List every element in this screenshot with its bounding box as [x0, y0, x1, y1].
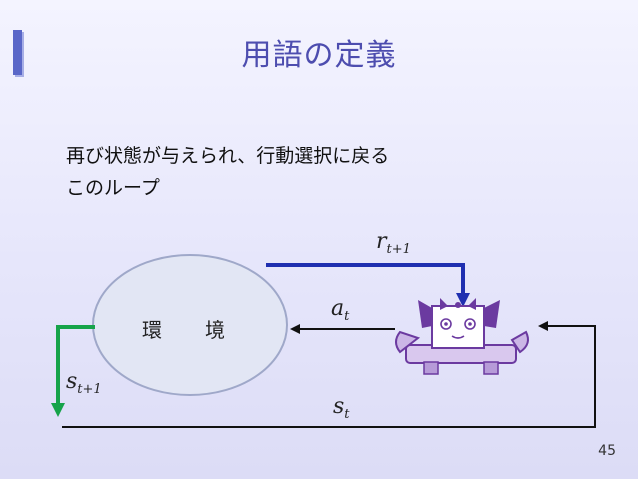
reward-label: rt+1 [376, 229, 411, 257]
action-label: at [331, 296, 350, 324]
next-state-arrow [51, 325, 95, 417]
title-accent-bar [13, 30, 22, 75]
state-arrow [62, 321, 596, 428]
body-line-2: このループ [66, 177, 160, 199]
slide-title: 用語の定義 [241, 38, 397, 73]
body-text: 再び状態が与えられ、行動選択に戻る このループ [66, 140, 389, 204]
reward-arrow [266, 263, 470, 307]
page-number: 45 [598, 443, 616, 459]
body-line-1: 再び状態が与えられ、行動選択に戻る [66, 145, 390, 167]
environment-label: 環 境 [142, 318, 226, 342]
robot-agent-icon [395, 298, 529, 375]
state-label: st [333, 394, 350, 422]
next-state-label: st+1 [66, 369, 102, 397]
